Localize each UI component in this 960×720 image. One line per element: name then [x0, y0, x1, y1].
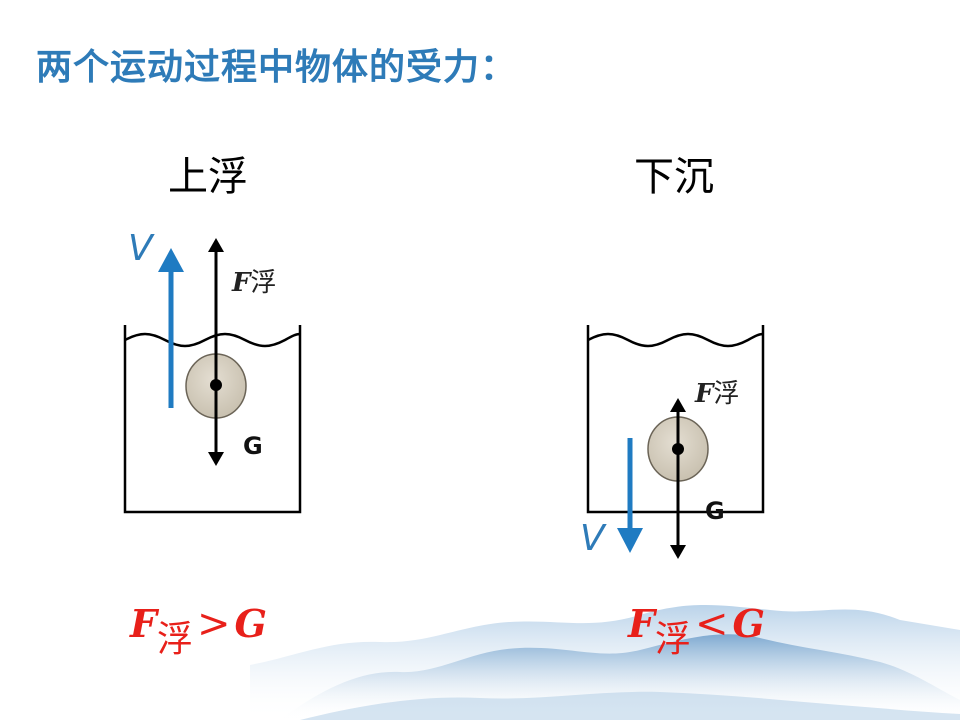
sink-buoyant-subscript: 浮 [713, 379, 740, 409]
rise-formula-lhs: F [130, 601, 157, 646]
rise-buoyant-label: F浮 [232, 262, 276, 299]
rise-formula-sub: 浮 [156, 619, 193, 660]
sink-gravity-label: G [705, 497, 725, 525]
sink-caption: 下沉 [634, 154, 714, 200]
sink-buoyant-label: F浮 [695, 373, 739, 410]
rise-buoyant-subscript: 浮 [250, 268, 277, 298]
sink-buoyant-symbol: F [695, 379, 714, 409]
rise-diagram [123, 238, 302, 514]
rise-water-surface [124, 332, 301, 348]
sink-velocity-label: V [580, 518, 605, 559]
sink-formula-sub: 浮 [654, 619, 691, 660]
rise-container [123, 325, 302, 514]
page-title: 两个运动过程中物体的受力： [36, 47, 518, 88]
rise-gravity-label: G [243, 432, 263, 460]
sink-formula-operator: < [695, 601, 729, 647]
rise-formula-rhs: G [234, 601, 267, 646]
sink-container [586, 325, 765, 514]
rise-formula: F浮>G [130, 596, 267, 660]
sink-formula-lhs: F [628, 601, 655, 646]
mountain-background [250, 605, 960, 720]
sink-formula-rhs: G [732, 601, 765, 646]
sink-formula: F浮<G [628, 596, 765, 660]
sink-diagram [586, 325, 765, 559]
rise-formula-operator: > [197, 601, 231, 647]
rise-velocity-label: V [128, 228, 153, 269]
rise-buoyant-symbol: F [232, 268, 251, 298]
sink-water-surface [587, 332, 764, 348]
rise-caption: 上浮 [168, 154, 248, 200]
